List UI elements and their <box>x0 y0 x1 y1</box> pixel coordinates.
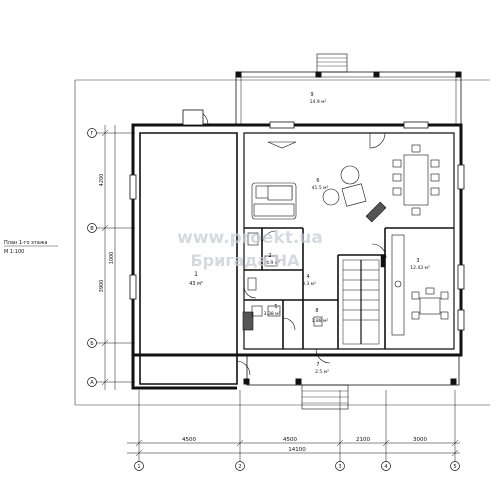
plan-caption-title: План 1-го этажа <box>4 240 47 246</box>
room-4-area: 3.3 м² <box>302 281 316 287</box>
dim-seg-1: 4500 <box>182 437 196 443</box>
kitchen-furniture <box>391 234 449 336</box>
axis-label-5: 5 <box>453 464 456 470</box>
axis-label-1: 1 <box>137 464 140 470</box>
watermark-brand: Бригада НА <box>190 251 300 270</box>
bottom-terrace <box>243 354 460 410</box>
room-6-area: 41.5 м² <box>312 185 329 191</box>
axis-label-2: 2 <box>238 464 241 470</box>
room-1-number: 1 <box>194 271 198 278</box>
room-1-area: 43 м² <box>189 281 203 287</box>
room-5-number: 5 <box>274 304 277 310</box>
dim-seg-4: 3000 <box>413 437 427 443</box>
axis-label-b: Б <box>90 341 94 347</box>
room-3-number: 3 <box>416 258 419 264</box>
room-9-area: 14.9 м² <box>310 99 327 105</box>
top-terrace <box>235 53 462 125</box>
axis-label-3: 3 <box>338 464 341 470</box>
windows <box>129 109 465 331</box>
staircase <box>342 254 386 345</box>
room-labels: 1 43 м² 2 4.9 м² 3 12.43 м² 4 3.3 м² 5 3… <box>189 92 430 375</box>
room-7-number: 7 <box>316 362 319 368</box>
living-room-furniture <box>251 141 387 223</box>
dim-seg-3: 2100 <box>356 437 370 443</box>
dim-seg-2: 4500 <box>283 437 297 443</box>
room-7-area: 2.5 м² <box>315 369 329 375</box>
room-8-number: 8 <box>315 308 318 314</box>
axis-label-v: В <box>90 226 94 232</box>
site-boundary-lines <box>74 79 490 406</box>
watermark-url: www.proekt.ua <box>177 228 323 248</box>
axis-label-a: А <box>90 380 94 386</box>
room-4-number: 4 <box>306 274 309 280</box>
bottom-axis-markers <box>134 461 460 471</box>
dim-left-1: 4200 <box>99 174 105 187</box>
axis-label-4: 4 <box>384 464 387 470</box>
room-3-area: 12.43 м² <box>410 265 430 271</box>
interior-walls <box>244 227 454 349</box>
axis-label-g: Г <box>90 131 93 137</box>
room-9-number: 9 <box>310 92 313 98</box>
plan-caption-scale: М 1:100 <box>4 249 24 255</box>
bathroom-fixtures <box>242 232 323 331</box>
room-2-area: 4.9 м² <box>266 260 280 266</box>
dim-left-3: 1000 <box>109 252 115 265</box>
bottom-dimension-chain <box>127 390 460 462</box>
left-axis-markers <box>87 128 97 387</box>
room-6-number: 6 <box>316 178 319 184</box>
room-8-area: 1.88 м² <box>312 318 329 324</box>
room-2-number: 2 <box>268 253 271 259</box>
dining-furniture <box>392 144 440 216</box>
dim-left-2: 3900 <box>99 280 105 293</box>
room-5-area: 3.38 м² <box>264 311 281 317</box>
left-dimension-chain <box>96 125 135 390</box>
dim-total: 14100 <box>288 447 306 453</box>
